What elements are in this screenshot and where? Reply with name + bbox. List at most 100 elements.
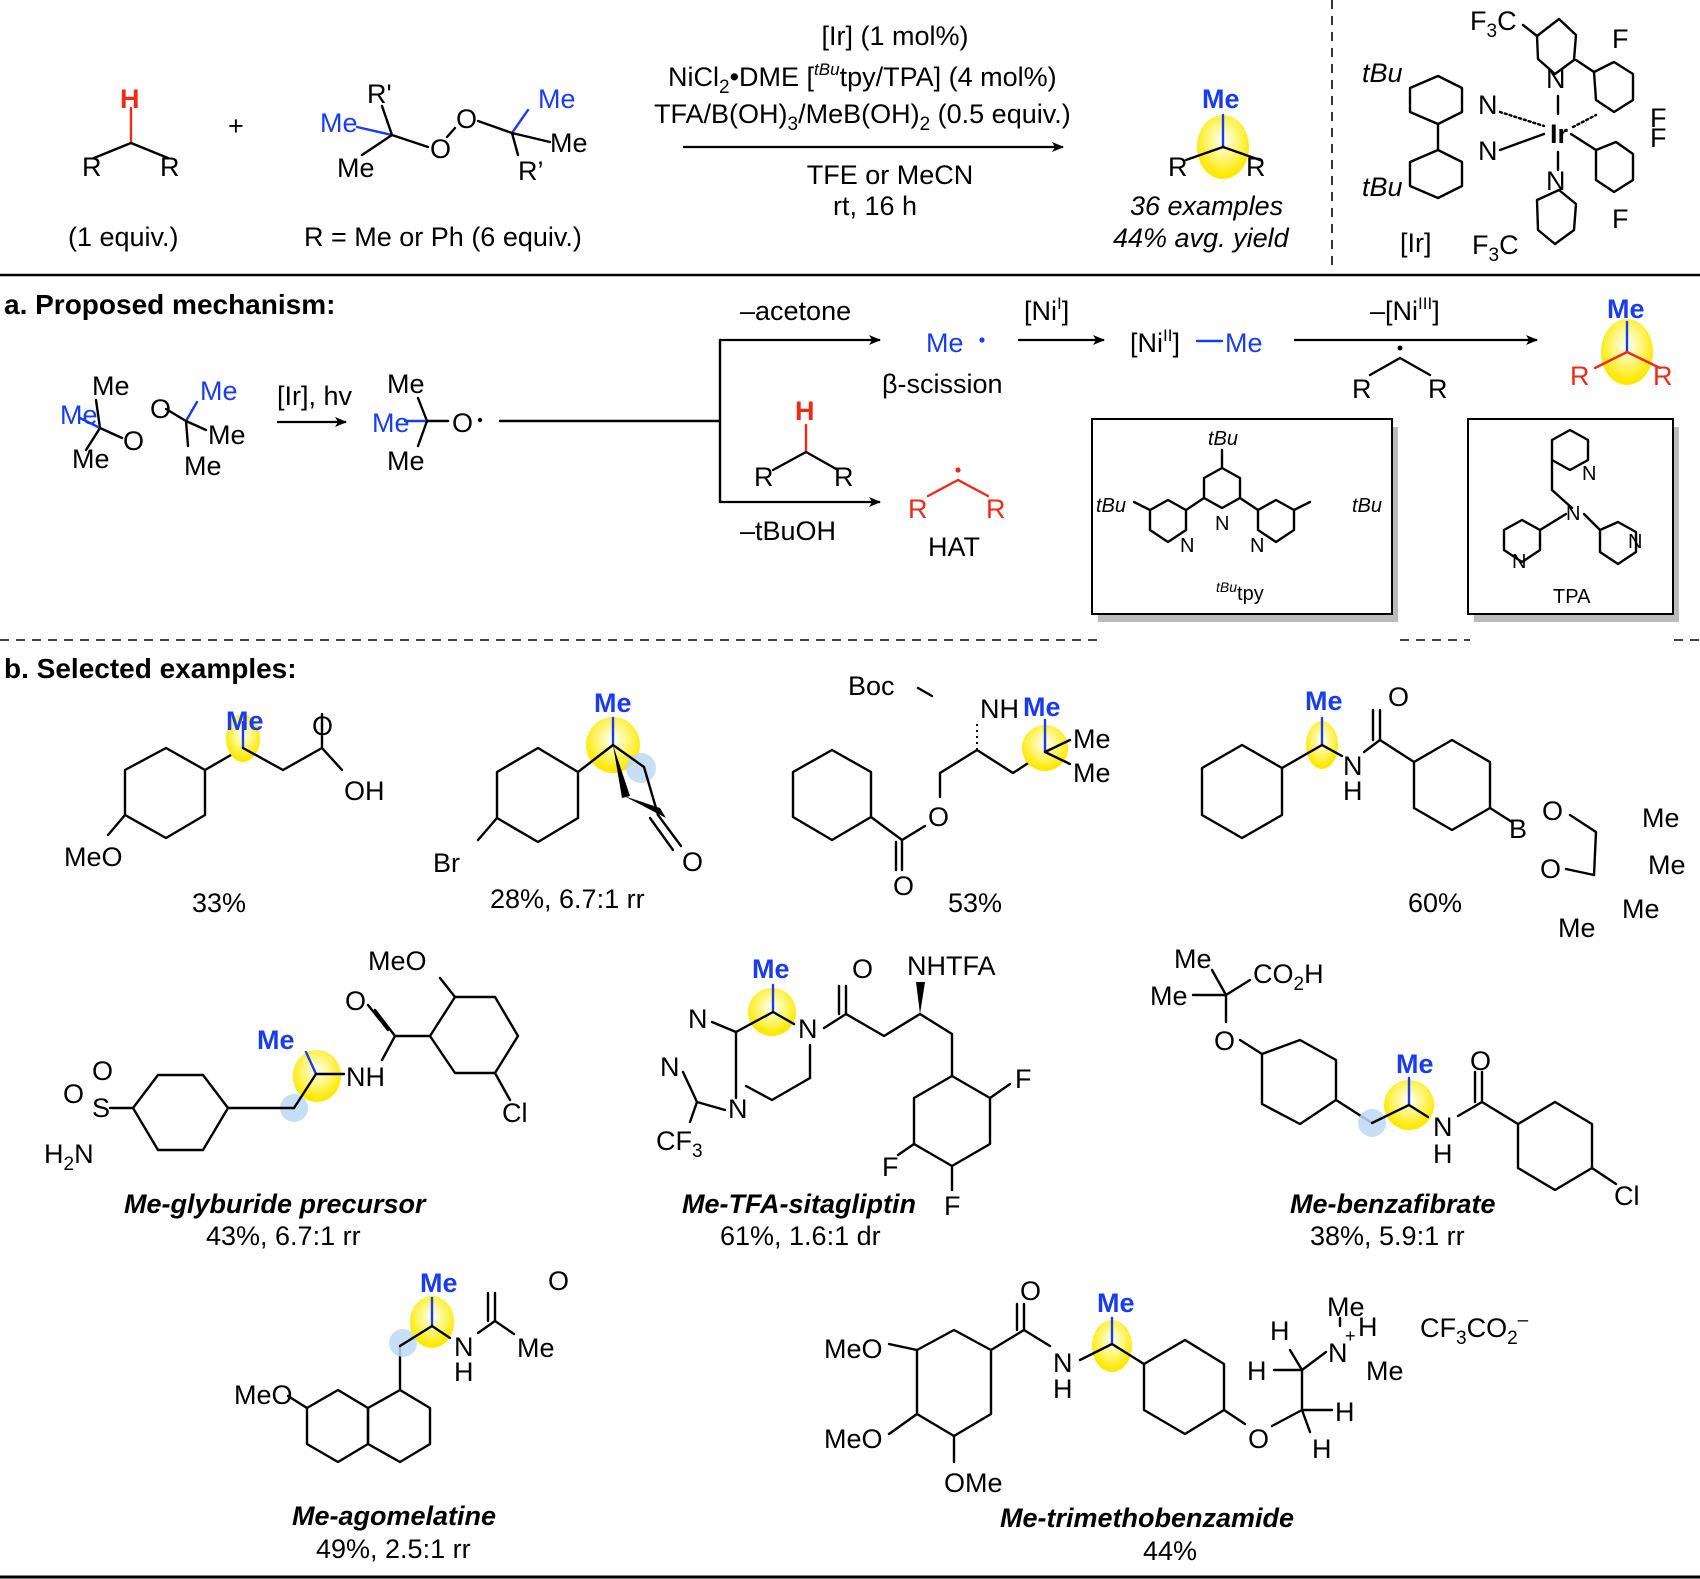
svg-text:H: H [1270,1316,1290,1346]
svg-text:tBu: tBu [1208,428,1238,450]
svg-text:Me: Me [550,128,588,158]
svg-text:Me: Me [60,400,98,430]
example-5-structure: O O S H2N Me NH O MeO Cl [44,946,528,1175]
example-8-name: Me-agomelatine [292,1501,496,1531]
svg-text:H2N: H2N [44,1139,94,1175]
svg-text:O: O [1470,1046,1491,1076]
svg-text:H: H [1343,776,1363,806]
svg-text:R: R [754,462,774,492]
svg-text:N: N [1215,513,1229,535]
svg-text:Me: Me [594,688,632,718]
svg-text:MeO: MeO [824,1424,883,1454]
average-yield: 44% avg. yield [1113,223,1290,253]
svg-text:N: N [454,1332,474,1362]
example-7-name: Me-benzafibrate [1290,1189,1496,1219]
svg-text:Me: Me [1225,328,1263,358]
svg-text:H: H [1358,1312,1378,1342]
branch-connector [498,335,881,507]
svg-text:N: N [1582,463,1596,485]
svg-text:Me: Me [538,84,576,114]
svg-text:F: F [1612,204,1629,234]
svg-text:R’: R’ [518,156,544,186]
svg-text:Boc: Boc [848,671,895,701]
example-7-yield: 38%, 5.9:1 rr [1310,1221,1465,1251]
tbuo-radical: Me Me Me O [372,369,483,476]
svg-text:MeO: MeO [368,946,427,976]
methylated-product: Me R R [1570,294,1673,391]
svg-text:Me: Me [1073,724,1111,754]
svg-text:N: N [1433,1112,1453,1142]
ni3-label: –[NiIII] [1370,294,1440,326]
photocatalyst-label: [Ir], hv [277,381,353,411]
example-2-yield: 28%, 6.7:1 rr [490,884,645,914]
svg-text:N: N [728,1094,748,1124]
example-3-yield: 53% [948,888,1002,918]
svg-text:TFE or MeCN: TFE or MeCN [807,160,974,190]
mechanism-header: a. Proposed mechanism: [4,289,335,320]
svg-text:Me: Me [517,1333,555,1363]
svg-text:H: H [1433,1139,1453,1169]
svg-text:R': R' [367,79,392,109]
svg-text:N: N [688,1004,708,1034]
svg-text:O: O [123,426,144,456]
example-2-structure: Br Me O [433,688,703,878]
svg-text:O: O [1214,1026,1235,1056]
svg-text:O: O [852,954,873,984]
example-9-yield: 44% [1143,1536,1197,1566]
example-5-yield: 43%, 6.7:1 rr [206,1221,361,1251]
svg-text:Me: Me [926,328,964,358]
ligand-tpa-box: N N N N TPA [1467,418,1679,622]
svg-text:Me: Me [1150,981,1188,1011]
svg-text:H: H [454,1357,474,1387]
svg-text:Cl: Cl [1614,1181,1640,1211]
peroxide-reagent: R' Me Me O O Me Me R’ R = Me or Ph (6 eq… [304,79,588,252]
svg-text:tBu: tBu [1362,172,1403,202]
svg-text:N: N [1180,535,1194,557]
svg-text:H: H [1312,1434,1332,1464]
svg-text:CF3: CF3 [656,1126,703,1162]
svg-text:F: F [882,1152,899,1182]
svg-text:N: N [798,1014,818,1044]
svg-text:Me: Me [1396,1049,1434,1079]
ni1-label: [NiI] [1024,294,1069,326]
svg-text:Me: Me [72,444,110,474]
svg-text:tBu: tBu [1096,495,1126,517]
svg-text:CF3CO2–: CF3CO2– [1420,1310,1529,1349]
svg-text:tBu: tBu [1352,495,1382,517]
substrate-equiv: (1 equiv.) [68,222,179,252]
svg-text:Me: Me [1327,1292,1365,1322]
svg-text:O: O [893,871,914,901]
svg-text:N: N [1512,551,1526,573]
svg-text:Me: Me [1305,686,1343,716]
substrate-ch2: H R R (1 equiv.) [68,84,180,252]
example-6-yield: 61%, 1.6:1 dr [720,1221,881,1251]
svg-text:Me: Me [420,1268,458,1298]
svg-text:R: R [1428,374,1448,404]
radical-partner: R R [1352,345,1448,404]
svg-text:N: N [1478,90,1498,120]
reaction-conditions: [Ir] (1 mol%) NiCl2•DME [tButpy/TPA] (4 … [654,21,1071,221]
svg-text:H: H [120,84,140,114]
svg-text:Me: Me [1073,758,1111,788]
svg-text:O: O [150,394,171,424]
example-4-structure: Me N H O B O O Me Me Me Me [1200,682,1686,943]
svg-text:O: O [1388,682,1409,712]
svg-text:N: N [1328,1338,1348,1368]
svg-text:Me: Me [320,108,358,138]
acetone-loss: –acetone [740,296,851,326]
svg-text:R: R [1352,374,1372,404]
svg-text:O: O [430,134,451,164]
svg-text:Me: Me [1202,84,1240,114]
ligand-tbutpy-box: tBu N N N tBu tBu tButpy [1091,418,1398,622]
svg-text:Me: Me [387,446,425,476]
example-5-name: Me-glyburide precursor [124,1189,427,1219]
svg-text:MeO: MeO [64,842,123,872]
svg-text:Me: Me [1622,894,1660,924]
svg-text:Cl: Cl [502,1098,528,1128]
svg-text:CO2H: CO2H [1253,959,1324,995]
svg-text:N: N [1343,751,1363,781]
example-8-structure: MeO Me N H O Me [234,1266,569,1464]
iridium-catalyst: F3C N F F Ir tBu N N tBu F F N F3C [Ir] [1362,6,1667,266]
svg-text:O: O [1540,854,1561,884]
